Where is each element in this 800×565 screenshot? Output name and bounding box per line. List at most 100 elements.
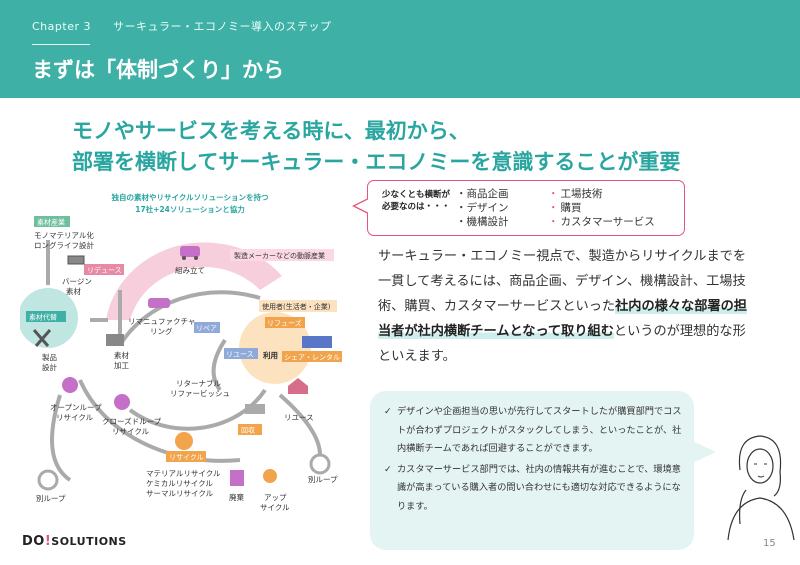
recycle-label: リサイクル [169,454,204,462]
need-bullet: ・ [548,188,559,200]
reuse-inner-label: リユース [226,351,254,359]
bubble-list: ✓デザインや企画担当の思いが先行してスタートしたが購買部門でコストが合わずプロジ… [384,403,686,519]
top-note-1: 独自の素材やリサイクルソリューションを持つ [112,192,269,202]
tools-icon [32,329,52,347]
company-logo: DO!SOLUTIONS [22,534,127,549]
headline-line-2: 部署を横断してサーキュラー・エコノミーを意識することが重要 [72,150,681,174]
other-loop-right: 別ループ [308,475,338,484]
repair-tag [194,322,220,333]
other-loop-left: 別ループ [36,494,66,503]
loop-icon-right [309,453,331,475]
virgin-2: 素材 [66,286,81,296]
factory-icon [106,334,124,346]
share-rental-label: シェア・レンタル [284,353,340,362]
material-alt-tag [26,311,66,322]
closed-loop-2: リサイクル [112,427,150,436]
flower-icon [263,469,277,483]
bubble-tail [690,440,716,464]
need-list-col2: ・工場技術 ・購買 ・カスタマーサービス [548,187,655,229]
headline-line-1: モノやサービスを考える時に、最初から、 [72,119,470,143]
body-part-1: サーキュラー・エコノミー視点で、製造からリサイクルまでを一貫して考えるには、商品… [378,249,747,314]
product-design-2: 設計 [42,362,57,372]
recycle-icon-2 [114,394,130,410]
slide-title: まずは「体制づくり」から [32,58,284,82]
cart-icon [67,255,85,265]
recycle-types-2: ケミカルリサイクル [146,479,213,488]
need-bullet: ・ [456,202,467,214]
top-note-2: 17社+24ソリューションと協力 [135,204,245,214]
manufacturer-tag [230,249,334,261]
page-number: 15 [763,538,776,549]
need-list-col1: ・商品企画 ・デザイン ・機構設計 [456,187,509,229]
loop-icon-left [37,469,59,491]
manufacturer-label: 製造メーカーなどの動脈産業 [234,251,325,260]
upcycle-1: アップ [264,493,287,502]
check-icon: ✓ [384,406,392,417]
disposal-label: 廃棄 [229,492,244,502]
house-icon [288,378,308,394]
chapter-title: サーキュラー・エコノミー導入のステップ [112,20,332,33]
material-alt-label: 素材代替 [29,313,57,322]
share-rental-tag [282,351,342,362]
use-glow [239,312,311,384]
need-box-label: 少なくとも横断が必要なのは・・・ [382,190,451,212]
virgin-1: バージン [62,277,92,286]
upcycle-2: サイクル [260,503,290,512]
refurbish-label: リフューズ [267,319,302,328]
users-label: 使用者(生活者・企業) [262,302,331,311]
slide-header: Chapter 3 サーキュラー・エコノミー導入のステップ まずは「体制づくり」… [0,0,800,98]
headline: モノやサービスを考える時に、最初から、 部署を横断してサーキュラー・エコノミーを… [72,116,680,178]
chapter-underline [32,44,90,45]
person-illustration [727,435,795,540]
refurbish-tag [265,317,305,328]
recycle-tag [166,451,206,462]
bubble-item: ✓デザインや企画担当の思いが先行してスタートしたが購買部門でコストが合わずプロジ… [384,403,686,459]
mono-material-1: モノマテリアル化 [34,230,94,240]
need-box: 少なくとも横断が必要なのは・・・ ・商品企画 ・デザイン ・機構設計 ・工場技術… [367,180,685,236]
mono-material-2: ロングライフ設計 [34,240,94,250]
remanufacturing-2: リング [150,326,173,336]
collect-tag [238,424,262,435]
trash-icon [230,470,244,486]
material-process-1: 素材 [114,350,129,360]
open-loop-2: リサイクル [56,413,94,422]
need-item: ・機構設計 [456,216,509,228]
people-icon [302,336,332,348]
chapter-label: Chapter 3 サーキュラー・エコノミー導入のステップ [32,18,331,34]
assembly-label: 組み立て [175,265,205,275]
need-bullet: ・ [548,202,559,214]
reuse-label: リユース [284,413,314,422]
material-process-2: 加工 [114,360,129,370]
recycle-types-1: マテリアルリサイクル [146,469,221,478]
open-loop-1: オープンループ [50,403,102,412]
need-item: ・カスタマーサービス [548,216,655,228]
product-design-1: 製品 [42,352,57,362]
recycle-types-3: サーマルリサイクル [146,489,214,498]
need-item: ・購買 [548,202,582,214]
reduce-label: リデュース [87,266,122,275]
reduce-arc [106,242,282,320]
car-icon [148,298,170,308]
material-industry-tag [34,216,70,227]
material-industry-label: 素材産業 [37,218,65,227]
returnable-2: リファービッシュ [170,389,230,398]
need-box-tail-inner [355,199,369,213]
need-bullet: ・ [456,216,467,228]
need-item: ・商品企画 [456,188,509,200]
recycle-icon-3 [175,432,193,450]
chapter-number: Chapter 3 [32,20,91,33]
body-paragraph: サーキュラー・エコノミー視点で、製造からリサイクルまでを一貫して考えるには、商品… [378,244,756,369]
need-item: ・デザイン [456,202,509,214]
users-tag [259,300,337,312]
body-part-2: というのが理想的な形といえます。 [378,324,746,364]
check-icon: ✓ [384,463,392,475]
truck-icon [245,404,265,414]
need-bullet: ・ [548,216,559,228]
need-item: ・工場技術 [548,188,603,200]
closed-loop-1: クローズドループ [102,416,162,426]
van-icon [180,246,200,260]
need-bullet: ・ [456,188,467,200]
reuse-inner-tag [224,348,258,359]
circular-economy-diagram: 独自の素材やリサイクルソリューションを持つ 17社+24ソリューションと協力 素… [20,192,342,512]
returnable-1: リターナブル [176,378,221,388]
